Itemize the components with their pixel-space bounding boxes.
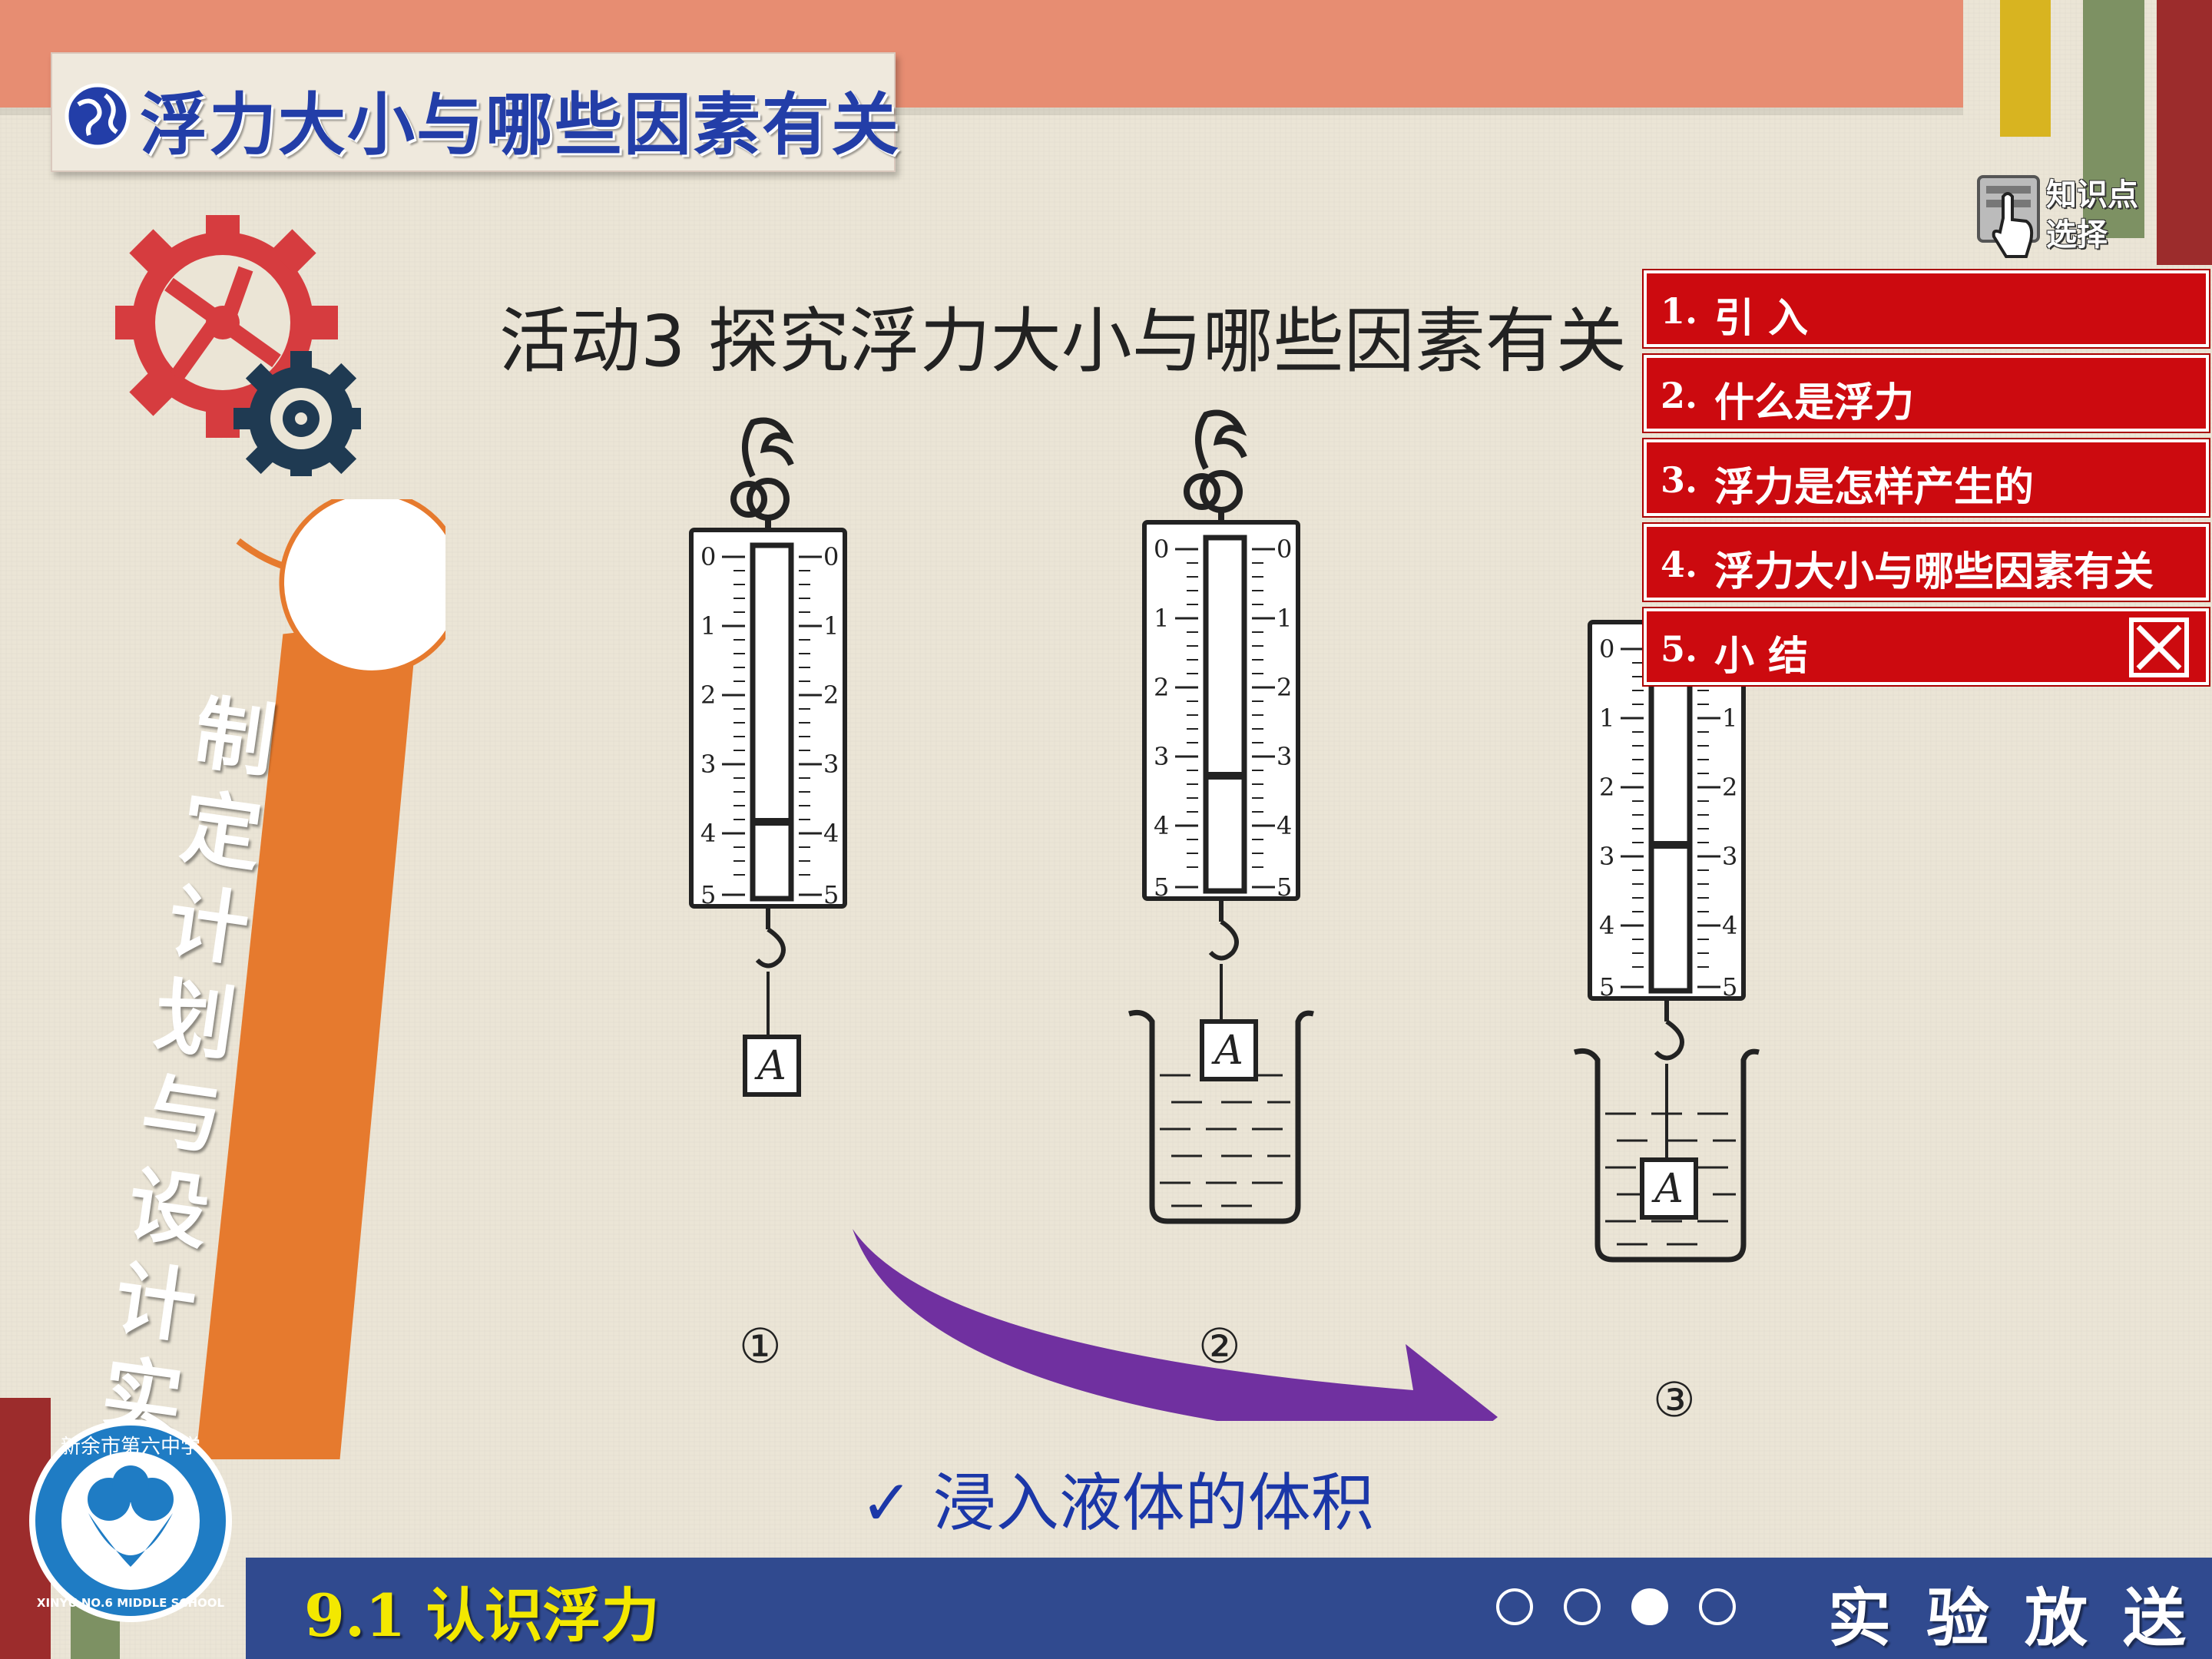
menu-item-number: 1.	[1661, 290, 1698, 332]
header-title-box: 浮力大小与哪些因素有关	[51, 52, 899, 172]
figure-label-2: ②	[1198, 1318, 1241, 1374]
menu-item-label: 浮力大小与哪些因素有关	[1714, 549, 2154, 595]
close-x-glyph	[2136, 624, 2182, 671]
spring-scale-1: A	[691, 421, 845, 1097]
menu-item-label: 浮力是怎样产生的	[1714, 465, 2035, 511]
knowledge-label-line2: 选择	[2046, 217, 2108, 253]
menu-item-label: 什么是浮力	[1714, 380, 1915, 426]
footer-section-label: 实验放送	[1828, 1582, 2212, 1655]
knowledge-select-label: 知识点 选择	[2046, 175, 2138, 255]
menu-item-summary[interactable]: 5. 小 结	[1642, 607, 2210, 687]
menu-item-how-buoyancy-arises[interactable]: 3. 浮力是怎样产生的	[1642, 438, 2210, 518]
stripe-green	[2083, 0, 2144, 238]
menu-item-number: 4.	[1661, 544, 1698, 585]
footer-title: 9.1 认识浮力	[304, 1581, 660, 1650]
spring-scale-figures: 00 11 22 33 44 55	[645, 384, 1797, 1421]
menu-item-label: 小 结	[1714, 634, 1809, 680]
knowledge-select-button[interactable]: 知识点 选择	[1972, 172, 2157, 261]
menu-item-buoyancy-factors[interactable]: 4. 浮力大小与哪些因素有关	[1642, 522, 2210, 602]
purple-arrow	[853, 1229, 1498, 1421]
svg-text:A: A	[754, 1043, 786, 1089]
menu-item-intro[interactable]: 1. 引 入	[1642, 269, 2210, 349]
knowledge-label-line1: 知识点	[2046, 177, 2138, 213]
page-dot-2[interactable]	[1564, 1588, 1601, 1625]
close-icon[interactable]	[2129, 618, 2189, 677]
menu-item-number: 2.	[1661, 375, 1698, 416]
menu-item-number: 5.	[1661, 628, 1698, 670]
side-ribbon	[195, 499, 445, 1459]
figure-label-1: ①	[739, 1318, 782, 1374]
page-dot-1[interactable]	[1496, 1588, 1533, 1625]
globe-icon	[65, 83, 131, 149]
page-dot-3[interactable]	[1631, 1588, 1668, 1625]
footer-bar	[246, 1558, 2212, 1659]
school-name-en: XINYU NO.6 MIDDLE SCHOOL	[37, 1596, 225, 1610]
menu-item-number: 3.	[1661, 459, 1698, 501]
stripe-red	[2157, 0, 2212, 265]
menu-item-label: 引 入	[1714, 296, 1809, 342]
spring-scale-2: A	[1129, 413, 1313, 1222]
school-name-cn: 新余市第六中学	[61, 1435, 200, 1459]
page-title: 浮力大小与哪些因素有关	[140, 84, 901, 164]
hand-pointer-icon	[1977, 175, 2040, 258]
answer-text: ✓ 浸入液体的体积	[860, 1467, 1374, 1540]
school-logo: 新余市第六中学 XINYU NO.6 MIDDLE SCHOOL	[29, 1419, 232, 1622]
menu-item-what-is-buoyancy[interactable]: 2. 什么是浮力	[1642, 353, 2210, 433]
top-band-shadow	[0, 108, 1963, 115]
page-dot-4[interactable]	[1699, 1588, 1736, 1625]
svg-text:A: A	[1651, 1166, 1684, 1212]
figure-label-3: ③	[1653, 1372, 1696, 1428]
stripe-yellow	[2000, 0, 2051, 137]
spring-scale-3: A	[1575, 622, 1759, 1260]
gear-icon	[115, 215, 361, 476]
activity-title: 活动3 探究浮力大小与哪些因素有关	[499, 300, 1627, 382]
svg-text:A: A	[1211, 1028, 1243, 1074]
